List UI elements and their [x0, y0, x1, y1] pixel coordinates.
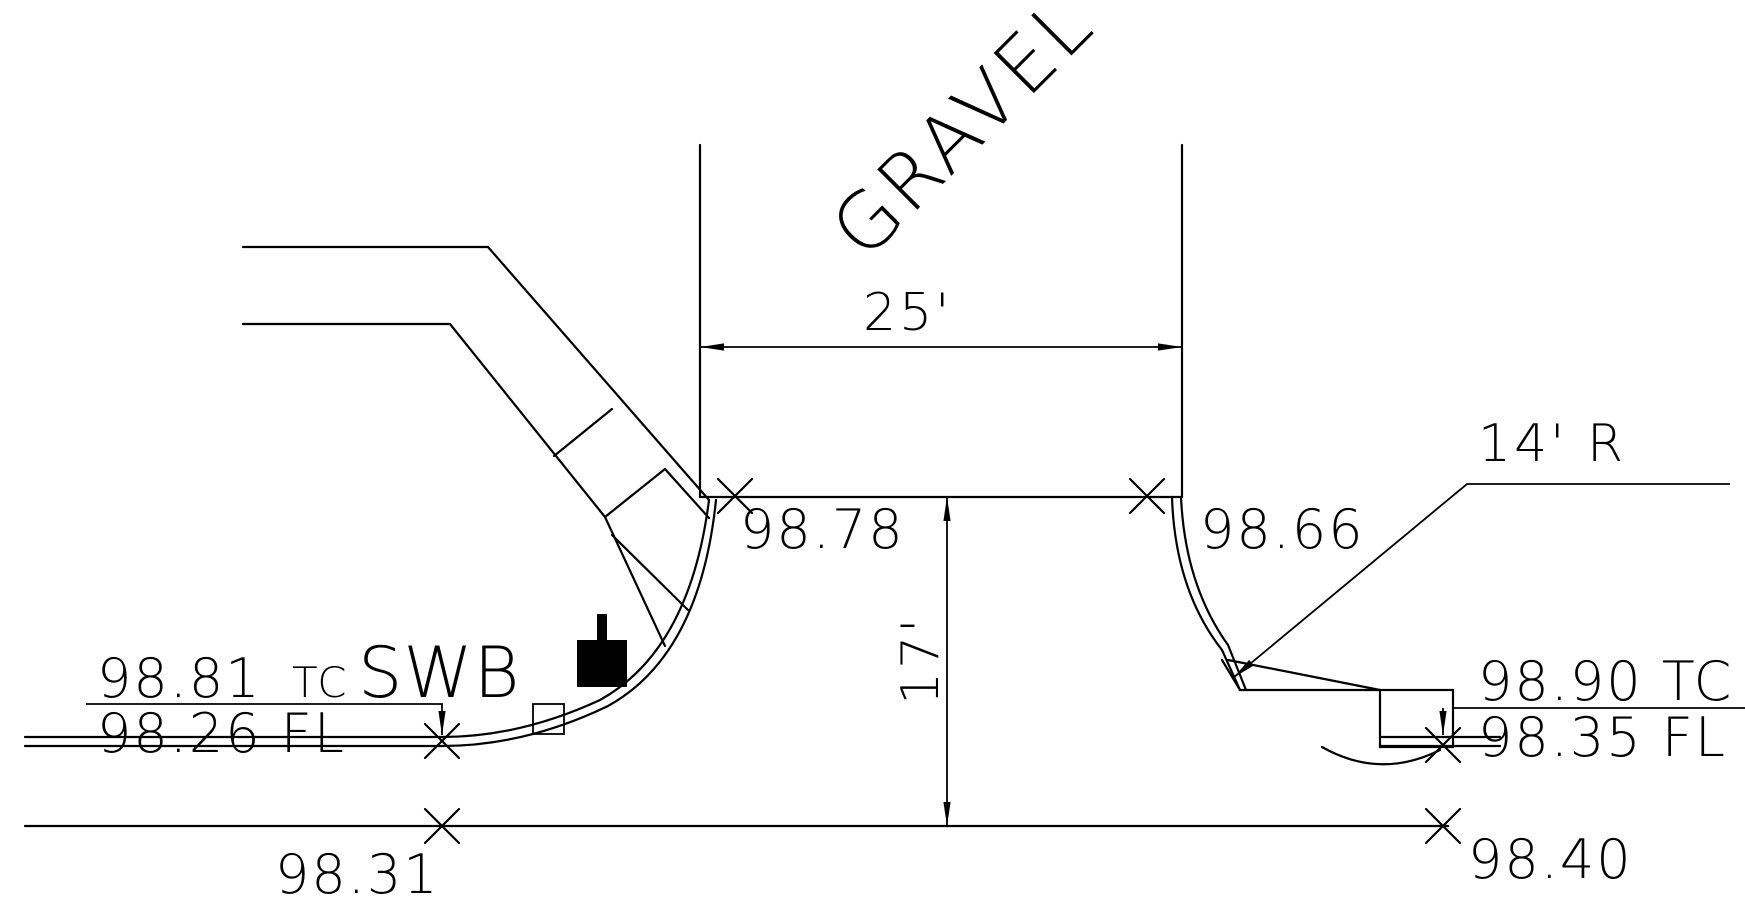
- left-ramp-edge-3: [663, 467, 711, 520]
- elevation-point-left-road: [423, 807, 461, 845]
- left-ramp-edge-2: [610, 533, 690, 612]
- left-walk-upper: [241, 245, 711, 502]
- depth-dimension-label: 17': [891, 616, 951, 705]
- right-ramp-flare: [1226, 658, 1382, 692]
- left-fl-leader: [86, 703, 446, 735]
- elevation-bottom-left: 98.31: [275, 843, 440, 901]
- elevation-top-right: 98.66: [1200, 498, 1365, 561]
- right-curb-return-outer: [1170, 495, 1242, 692]
- elevation-bottom-right: 98.40: [1468, 828, 1633, 891]
- right-inlet-box: [1378, 688, 1455, 749]
- swb-small-square: [532, 703, 565, 735]
- radius-label: 14' R: [1478, 414, 1626, 474]
- elevation-point-top-right: [1128, 477, 1166, 515]
- swb-filled-stem: [597, 614, 607, 642]
- left-tc-elevation: 98.81: [97, 647, 262, 710]
- elevation-point-left-fl: [423, 722, 461, 760]
- left-curb-return-outer: [440, 498, 711, 739]
- right-curb-return-inner: [1179, 495, 1248, 692]
- elevation-point-right-fl: [1424, 726, 1462, 764]
- left-fl-elevation: 98.26 FL: [97, 702, 346, 765]
- left-walk-joint-1: [552, 407, 614, 458]
- left-walk-joint-2: [603, 467, 667, 519]
- width-dimension-label: 25': [863, 283, 952, 343]
- gravel-label: GRAVEL: [815, 0, 1112, 275]
- elevation-point-top-left: [716, 477, 754, 515]
- radius-leader: [1232, 483, 1730, 679]
- right-tc-elevation: 98.90 TC: [1478, 650, 1733, 713]
- right-gutter-arc: [1320, 745, 1442, 766]
- right-fl-elevation: 98.35 FL: [1478, 706, 1727, 769]
- elevation-top-left: 98.78: [740, 498, 905, 561]
- left-walk-lower: [241, 322, 607, 519]
- elevation-point-right-road: [1424, 807, 1462, 845]
- swb-label: SWB: [358, 632, 520, 714]
- left-curb-return-inner: [440, 498, 718, 748]
- left-tc-suffix: TC: [292, 658, 349, 707]
- swb-filled-box: [577, 640, 627, 687]
- right-ramp: [1220, 658, 1382, 692]
